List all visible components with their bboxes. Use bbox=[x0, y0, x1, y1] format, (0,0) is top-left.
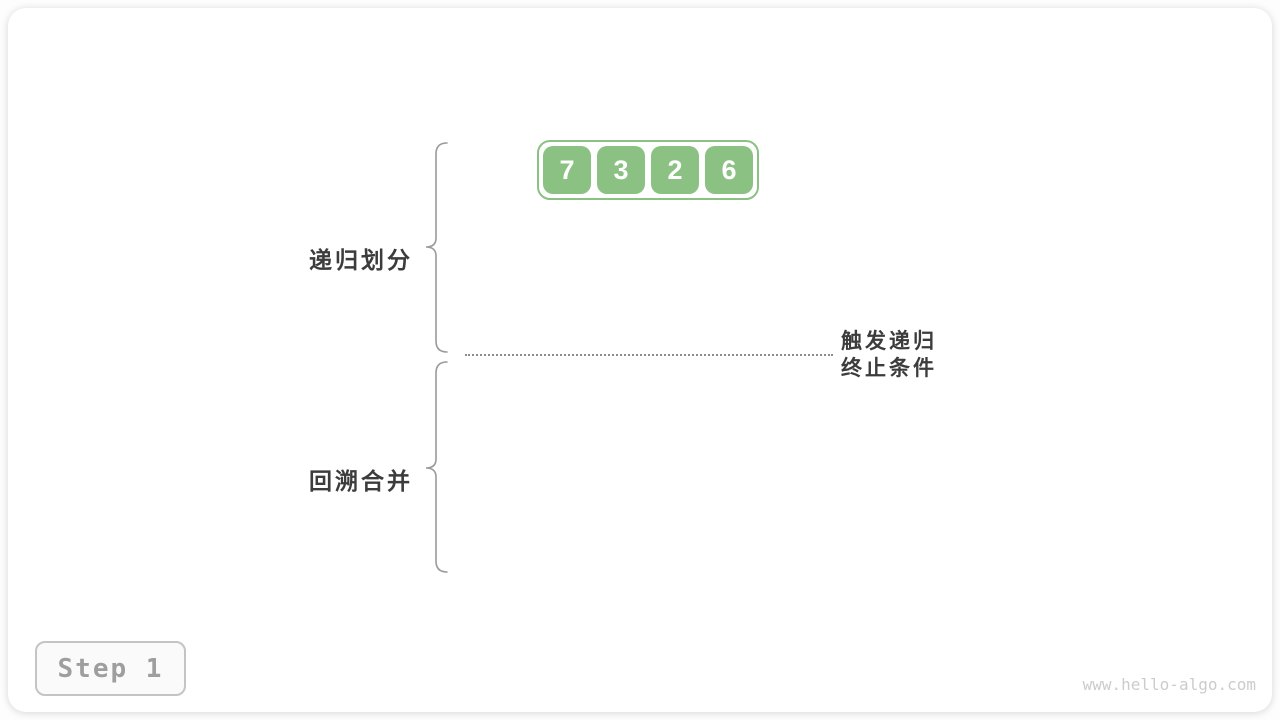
annotation-line-1: 触发递归 bbox=[841, 330, 937, 353]
watermark: www.hello-algo.com bbox=[1082, 675, 1256, 694]
merge-brace bbox=[425, 361, 448, 573]
step-badge: Step 1 bbox=[35, 641, 186, 696]
diagram-canvas: 7 3 2 6 递归划分 回溯合并 触发递归 终止条件 Step 1 www.h… bbox=[8, 8, 1272, 712]
divide-brace bbox=[425, 142, 448, 353]
array-cell: 2 bbox=[651, 146, 699, 194]
array-container: 7 3 2 6 bbox=[537, 140, 759, 200]
annotation-line-2: 终止条件 bbox=[841, 357, 937, 380]
divide-phase-label: 递归划分 bbox=[309, 247, 413, 273]
array-cell: 3 bbox=[597, 146, 645, 194]
array-cell: 6 bbox=[705, 146, 753, 194]
array-cell: 7 bbox=[543, 146, 591, 194]
termination-dotted-line bbox=[465, 354, 833, 356]
termination-annotation: 触发递归 终止条件 bbox=[841, 328, 937, 382]
merge-phase-label: 回溯合并 bbox=[309, 468, 413, 494]
